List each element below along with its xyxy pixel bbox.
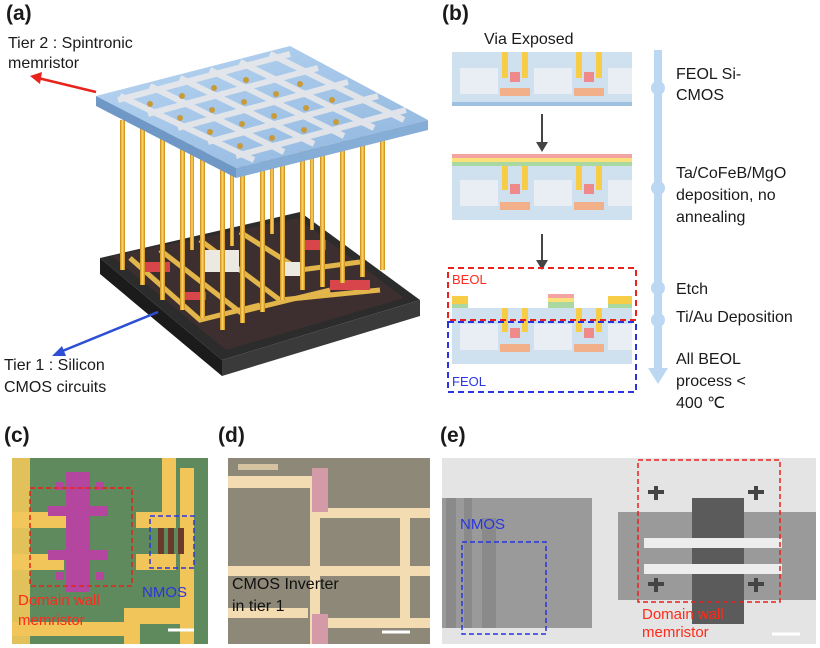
nmos-label-e: NMOS [460, 516, 505, 533]
dw-box-c [29, 487, 133, 587]
step-deposition-line2: deposition, no [676, 187, 776, 204]
dw-label-c-line1: Domain wall [18, 592, 100, 609]
step-beol-line3: 400 ℃ [676, 395, 726, 412]
cross-section-feol [452, 52, 632, 106]
timeline-dots [651, 81, 665, 327]
via-exposed-label: Via Exposed [484, 31, 574, 48]
tier1-label-line1: Tier 1 : Silicon [4, 357, 105, 374]
step-feol-line1: FEOL Si- [676, 66, 742, 83]
cross-section-deposition [452, 154, 632, 220]
step-beol-line1: All BEOL [676, 351, 741, 368]
step-feol-line2: CMOS [676, 87, 724, 104]
tier1-label-line2: CMOS circuits [4, 379, 107, 396]
nmos-box-e [461, 541, 547, 635]
step-beol-line2: process < [676, 373, 746, 390]
micrograph-c: NMOS Domain wall memristor [12, 458, 208, 644]
panel-c-label: (c) [4, 424, 30, 447]
tier2-label-line2: memristor [8, 55, 80, 72]
process-flow-diagram [447, 50, 668, 393]
nmos-label-c: NMOS [142, 584, 187, 601]
dw-label-e-line1: Domain wall [642, 606, 724, 623]
step-tiau: Ti/Au Deposition [676, 309, 793, 326]
dw-label-e-line2: memristor [642, 624, 709, 641]
panel-a-label: (a) [6, 2, 32, 25]
tier1-arrow [59, 310, 159, 354]
dw-box-e [637, 459, 781, 603]
feol-box [447, 321, 637, 393]
tier2-label-line1: Tier 2 : Spintronic [8, 35, 133, 52]
step-deposition-line3: annealing [676, 209, 746, 226]
micrograph-e: NMOS Domain wall memristor [442, 458, 816, 644]
inverter-label-line1: CMOS Inverter [232, 576, 339, 593]
panel-e-label: (e) [440, 424, 466, 447]
3d-chip-illustration [30, 46, 428, 376]
beol-box [447, 267, 637, 321]
panel-b-label: (b) [442, 2, 469, 25]
step-deposition-line1: Ta/CoFeB/MgO [676, 165, 787, 182]
panel-d-label: (d) [218, 424, 245, 447]
feol-label: FEOL [452, 374, 486, 389]
cross-section-beol-feol [452, 294, 632, 364]
beol-label: BEOL [452, 272, 487, 287]
tier2-arrow [37, 76, 97, 94]
memristor-strip [66, 472, 90, 592]
micrograph-d: CMOS Inverter in tier 1 [228, 458, 430, 644]
inverter-label-line2: in tier 1 [232, 598, 285, 615]
step-etch: Etch [676, 281, 709, 298]
dw-channel-e [692, 498, 744, 624]
dw-label-c-line2: memristor [18, 612, 85, 629]
